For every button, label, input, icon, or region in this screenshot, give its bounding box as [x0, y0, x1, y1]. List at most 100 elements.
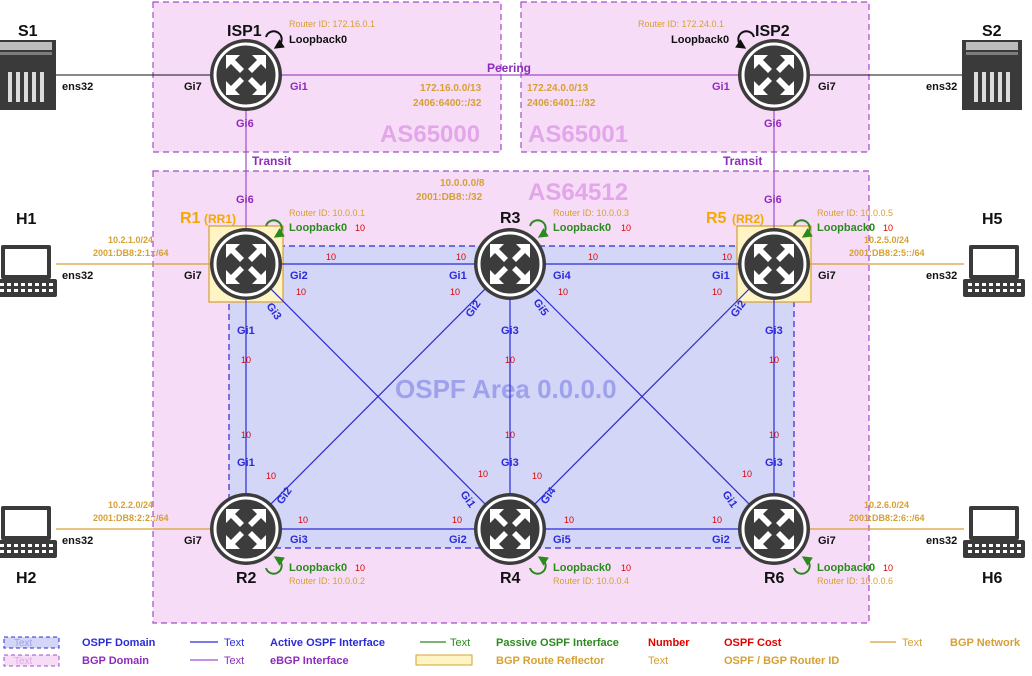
isp2-gi6: Gi6 [764, 118, 782, 130]
r6-router-id: Router ID: 10.0.0.6 [817, 576, 893, 586]
as64512-prefix-v4: 10.0.0.0/8 [440, 178, 485, 189]
router-r1-icon[interactable] [208, 226, 284, 302]
cost-r4-loopback: 10 [621, 563, 631, 573]
legend-ospf-swatch-text: Text [14, 638, 33, 649]
legend-ebgp-text: Text [224, 655, 244, 667]
r4-router-id: Router ID: 10.0.0.4 [553, 576, 629, 586]
cost-r1-r3-a: 10 [326, 252, 336, 262]
r3-gi4: Gi4 [553, 270, 572, 282]
legend-ebgp: eBGP Interface [270, 655, 349, 667]
r2-loopback-arrow-icon [265, 556, 285, 575]
h5-name: H5 [982, 211, 1003, 228]
h1-net-v6: 2001:DB8:2:1::/64 [93, 248, 169, 258]
legend: Text Text OSPF Domain BGP Domain Text Ac… [3, 636, 1021, 667]
r3-name: R3 [500, 210, 521, 227]
isp2-gi7: Gi7 [818, 81, 836, 93]
legend-passive-ospf-text: Text [450, 637, 470, 649]
r2-router-id: Router ID: 10.0.0.2 [289, 576, 365, 586]
h6-net-v4: 10.2.6.0/24 [864, 500, 909, 510]
r1-router-id: Router ID: 10.0.0.1 [289, 208, 365, 218]
r5-gi6: Gi6 [764, 194, 782, 206]
r5-gi7: Gi7 [818, 270, 836, 282]
cost-r5-loopback: 10 [883, 223, 893, 233]
as64512-prefix-v6: 2001:DB8::/32 [416, 192, 483, 203]
r6-gi3: Gi3 [765, 457, 783, 469]
r6-gi7: Gi7 [818, 535, 836, 547]
r3-router-id: Router ID: 10.0.0.3 [553, 208, 629, 218]
r3-gi3: Gi3 [501, 325, 519, 337]
cost-r1-r2-b: 10 [241, 430, 251, 440]
h6-net-v6: 2001:DB8:2:6::/64 [849, 513, 925, 523]
legend-bgp-network: BGP Network [950, 637, 1021, 649]
cost-r3-r5-a: 10 [588, 252, 598, 262]
cost-r5-r4-a: 10 [712, 287, 722, 297]
cost-r3-r6-a: 10 [558, 287, 568, 297]
legend-bgp-swatch [3, 654, 60, 667]
cost-r3-r2-a: 10 [450, 287, 460, 297]
isp2-router-id: Router ID: 172.24.0.1 [638, 19, 724, 29]
isp2-prefix-v4: 172.24.0.0/13 [527, 83, 589, 94]
legend-router-id: OSPF / BGP Router ID [724, 655, 839, 667]
r1-gi1: Gi1 [237, 325, 255, 337]
h2-name: H2 [16, 570, 37, 587]
isp1-name: ISP1 [227, 23, 262, 40]
cost-r5-r6-b: 10 [769, 430, 779, 440]
r6-name: R6 [764, 570, 785, 587]
r1-loopback-arrow-icon [265, 219, 285, 238]
s1-name: S1 [18, 23, 38, 40]
legend-ospf-swatch [3, 636, 60, 649]
h1-net-v4: 10.2.1.0/24 [108, 235, 153, 245]
legend-bgp-network-text: Text [902, 637, 922, 649]
server-s1-icon[interactable] [0, 40, 56, 110]
legend-router-id-text: Text [648, 655, 668, 667]
h5-net-v4: 10.2.5.0/24 [864, 235, 909, 245]
isp1-prefix-v6: 2406:6400::/32 [413, 98, 482, 109]
cost-r4-r6-a: 10 [564, 515, 574, 525]
as65000-label: AS65000 [380, 121, 480, 148]
r4-loopback: Loopback0 [553, 562, 611, 574]
r2-loopback: Loopback0 [289, 562, 347, 574]
router-r6-icon[interactable] [736, 491, 812, 567]
ospf-area-label: OSPF Area 0.0.0.0 [395, 374, 617, 404]
isp1-gi6: Gi6 [236, 118, 254, 130]
r4-gi5: Gi5 [553, 534, 571, 546]
router-isp2-icon[interactable] [736, 37, 812, 113]
r1-loopback: Loopback0 [289, 222, 347, 234]
r6-gi2: Gi2 [712, 534, 730, 546]
h2-iface: ens32 [62, 535, 93, 547]
r5-gi3: Gi3 [765, 325, 783, 337]
h6-name: H6 [982, 570, 1003, 587]
cost-r1-r4-a: 10 [296, 287, 306, 297]
s2-name: S2 [982, 23, 1002, 40]
router-r3-icon[interactable] [472, 226, 548, 302]
host-h5-icon[interactable] [963, 245, 1025, 297]
router-r5-icon[interactable] [736, 226, 812, 302]
isp1-prefix-v4: 172.16.0.0/13 [420, 83, 482, 94]
r5-name: R5 [706, 210, 727, 227]
cost-r2-r4-a: 10 [298, 515, 308, 525]
r1-gi2: Gi2 [290, 270, 308, 282]
server-s2-icon[interactable] [962, 40, 1022, 110]
isp1-router-id: Router ID: 172.16.0.1 [289, 19, 375, 29]
router-r4-icon[interactable] [472, 491, 548, 567]
h1-iface: ens32 [62, 270, 93, 282]
host-h2-icon[interactable] [0, 506, 57, 558]
link-r5-r4 [509, 263, 775, 530]
legend-ospf-domain: OSPF Domain [82, 637, 156, 649]
r4-loopback-arrow-icon [529, 556, 549, 575]
host-h6-icon[interactable] [963, 506, 1025, 558]
cost-r4-r6-b: 10 [712, 515, 722, 525]
r2-gi3: Gi3 [290, 534, 308, 546]
isp1-loopback-arrow-icon [265, 30, 285, 49]
r2-name: R2 [236, 570, 257, 587]
router-r2-icon[interactable] [208, 491, 284, 567]
cost-r5-r6-a: 10 [769, 355, 779, 365]
host-h1-icon[interactable] [0, 245, 57, 297]
cost-r2-r4-b: 10 [452, 515, 462, 525]
r5-router-id: Router ID: 10.0.0.5 [817, 208, 893, 218]
router-isp1-icon[interactable] [208, 37, 284, 113]
isp1-loopback: Loopback0 [289, 34, 347, 46]
cost-r6-loopback: 10 [883, 563, 893, 573]
s1-iface: ens32 [62, 81, 93, 93]
cost-r3-r6-b: 10 [742, 469, 752, 479]
